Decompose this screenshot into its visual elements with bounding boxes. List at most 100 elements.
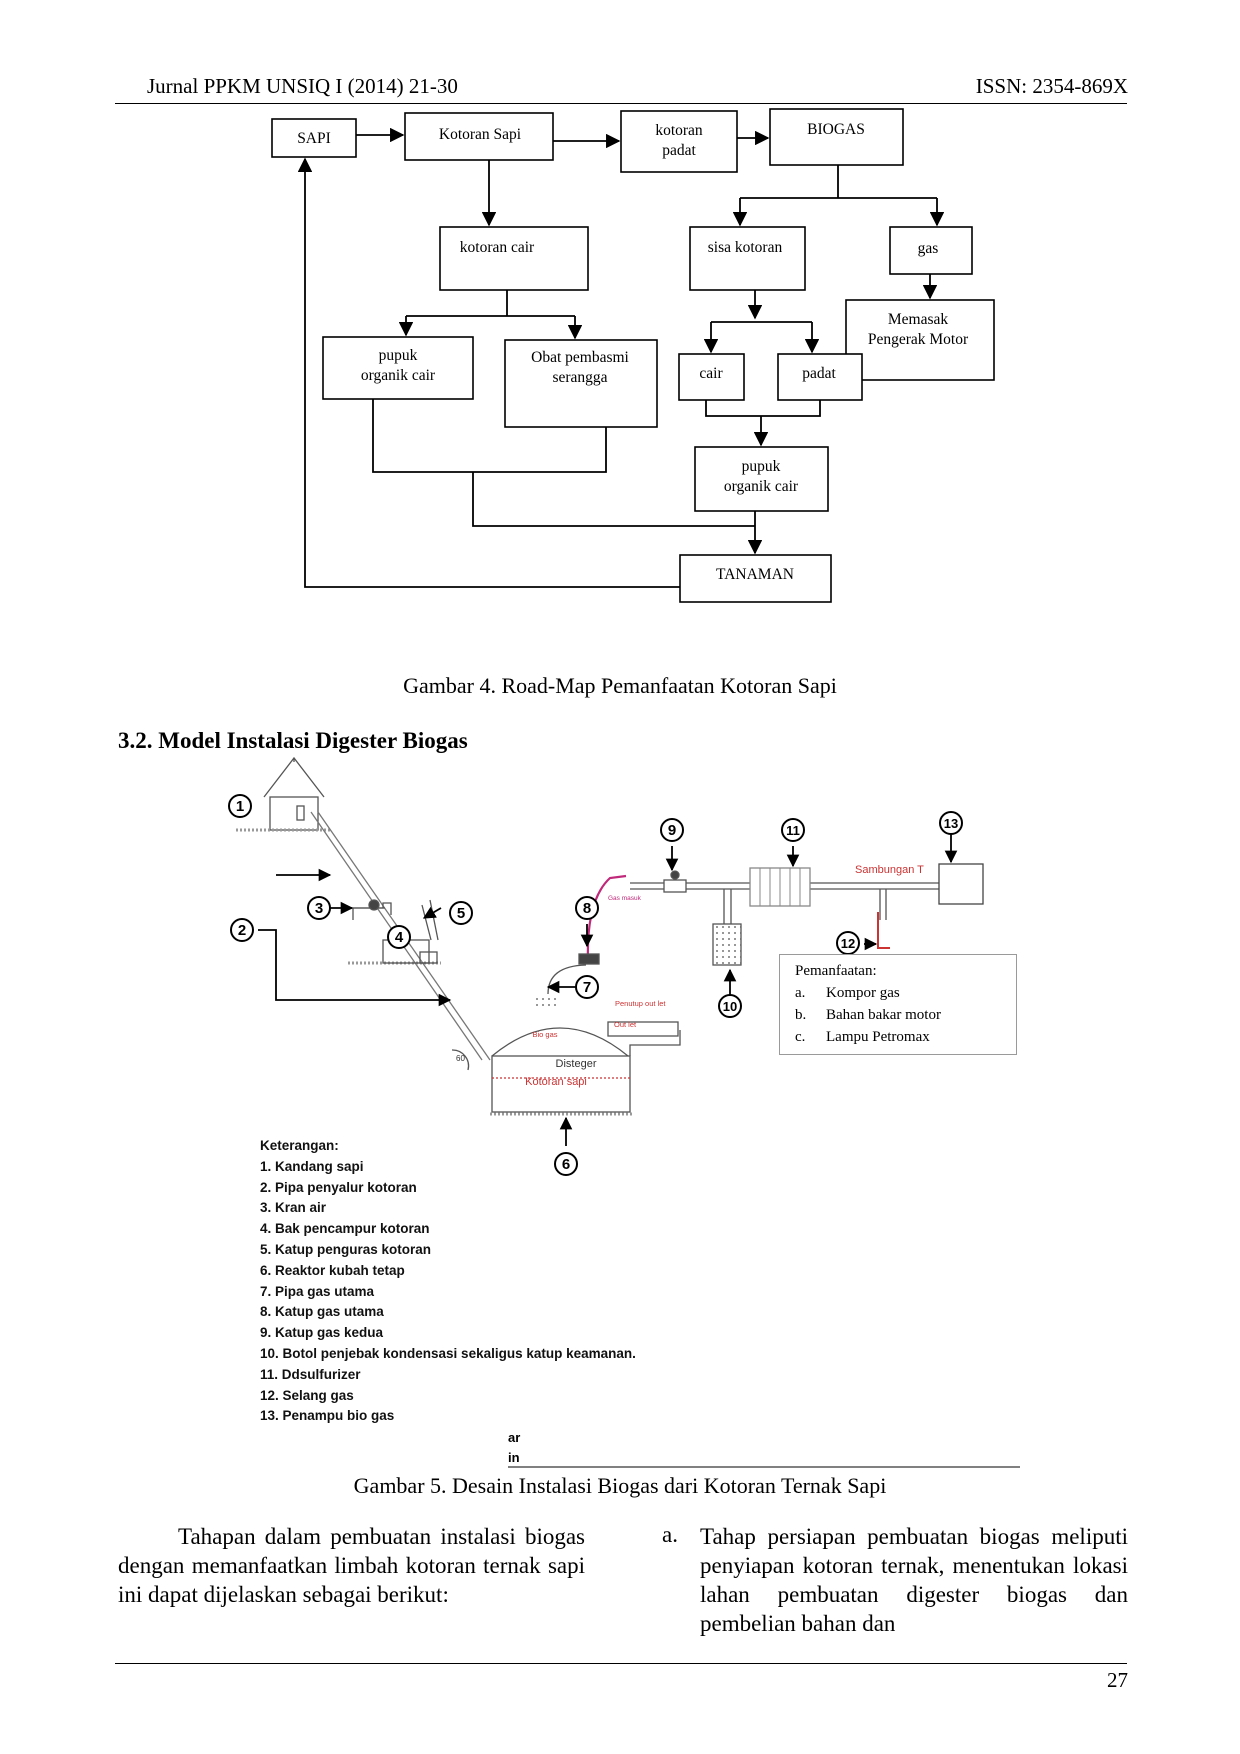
legend-item: 7. Pipa gas utama xyxy=(260,1283,375,1299)
header-divider xyxy=(115,103,1127,104)
figure5-legend: Keterangan: 1. Kandang sapi 2. Pipa peny… xyxy=(260,1136,636,1427)
label-pupuk-a-1: pupuk xyxy=(379,347,418,364)
cutoff-line: in xyxy=(508,1450,520,1465)
angle-label: 60 xyxy=(456,1054,465,1063)
callout-12: 12 xyxy=(836,931,860,955)
return-to-sapi xyxy=(297,157,680,588)
callout-5: 5 xyxy=(449,901,473,925)
pemanfaatan-item: b. Bahan bakar motor xyxy=(795,1004,1016,1026)
pemanfaatan-marker: c. xyxy=(795,1029,806,1045)
callout-8: 8 xyxy=(575,896,599,920)
label-kotoran-padat-1: kotoran xyxy=(655,122,703,139)
label-padat: padat xyxy=(802,365,836,382)
merge-cair-padat xyxy=(705,400,821,417)
label-obat-2: serangga xyxy=(552,369,607,386)
pemanfaatan-title: Pemanfaatan: xyxy=(795,963,877,979)
pemanfaatan-marker: b. xyxy=(795,1007,807,1023)
box-sisa-kotoran xyxy=(689,226,806,291)
callout-2: 2 xyxy=(230,918,254,942)
pemanfaatan-item: a. Kompor gas xyxy=(795,982,1016,1004)
label-kotoran-cair: kotoran cair xyxy=(460,239,535,256)
body-paragraph-left: Tahapan dalam pembuatan instalasi biogas… xyxy=(118,1524,585,1607)
box-memasak xyxy=(845,299,995,381)
legend-item: 2. Pipa penyalur kotoran xyxy=(260,1179,417,1195)
callout-10: 10 xyxy=(718,994,742,1018)
label-sambungan-t: Sambungan T xyxy=(855,864,924,876)
footer-divider xyxy=(115,1663,1127,1664)
pemanfaatan-text: Kompor gas xyxy=(826,985,900,1001)
svg-text:5: 5 xyxy=(457,905,465,922)
box-tanaman xyxy=(679,554,832,603)
kandang-sapi-drawing xyxy=(236,756,332,832)
svg-text:6: 6 xyxy=(562,1156,570,1173)
label-bio-gas: Bio gas xyxy=(532,1030,557,1039)
label-memasak-2: Pengerak Motor xyxy=(868,331,969,348)
figure5-caption: Gambar 5. Desain Instalasi Biogas dari K… xyxy=(353,1473,887,1498)
svg-text:10: 10 xyxy=(723,999,737,1014)
bak-pencampur-drawing xyxy=(348,899,441,965)
box-biogas xyxy=(769,108,904,166)
label-cair: cair xyxy=(699,365,723,382)
callout-4: 4 xyxy=(387,925,411,949)
box-kotoran-padat xyxy=(620,110,738,173)
label-kotoran-sapi-digester: Kotoran sapi xyxy=(525,1076,587,1088)
callout-3: 3 xyxy=(307,896,331,920)
label-kotoran-padat-2: padat xyxy=(662,142,696,159)
box-gas xyxy=(889,226,973,275)
label-pupuk-a-2: organik cair xyxy=(361,367,436,384)
svg-text:7: 7 xyxy=(583,979,591,996)
page-number: 27 xyxy=(1107,1668,1128,1692)
issn-header: ISSN: 2354-869X xyxy=(975,74,1128,98)
list-marker: a. xyxy=(662,1522,678,1547)
legend-item: 12. Selang gas xyxy=(260,1387,354,1403)
legend-item: 1. Kandang sapi xyxy=(260,1158,364,1174)
label-gas: gas xyxy=(918,240,939,257)
cutoff-line: ar xyxy=(508,1430,521,1445)
pemanfaatan-text: Bahan bakar motor xyxy=(826,1007,941,1023)
pemanfaatan-text: Lampu Petromax xyxy=(826,1029,930,1045)
label-sapi: SAPI xyxy=(297,130,331,147)
callout-9: 9 xyxy=(660,818,684,842)
merge-left-branches xyxy=(372,399,607,473)
box-pupuk-cair-a xyxy=(322,336,474,400)
to-tanaman xyxy=(472,472,755,527)
legend-item: 3. Kran air xyxy=(260,1200,327,1216)
label-obat-1: Obat pembasmi xyxy=(531,349,629,366)
legend-item: 5. Katup penguras kotoran xyxy=(260,1241,432,1257)
callout-6: 6 xyxy=(554,1152,578,1176)
svg-text:12: 12 xyxy=(841,936,855,951)
label-gas-masuk: Gas masuk xyxy=(608,895,642,902)
roadmap-flowchart: SAPI Kotoran Sapi kotoran padat BIOGAS k… xyxy=(271,108,995,603)
callout-2-arrow xyxy=(258,929,452,1007)
legend-item: 4. Bak pencampur kotoran xyxy=(260,1221,430,1237)
figure4-caption: Gambar 4. Road-Map Pemanfaatan Kotoran S… xyxy=(403,673,837,698)
box-padat xyxy=(777,353,863,401)
svg-text:3: 3 xyxy=(315,900,323,917)
callout-5-arrow xyxy=(422,906,442,919)
label-biogas: BIOGAS xyxy=(807,121,865,138)
box-kotoran-cair xyxy=(439,226,589,291)
svg-text:4: 4 xyxy=(395,929,404,946)
section-heading: 3.2. Model Instalasi Digester Biogas xyxy=(118,728,468,753)
legend-item: 8. Katup gas utama xyxy=(260,1304,384,1320)
box-kotoran-sapi xyxy=(404,112,554,161)
legend-item: 9. Katup gas kedua xyxy=(260,1325,384,1341)
label-kotoran-sapi: Kotoran Sapi xyxy=(439,126,522,143)
legend-title: Keterangan: xyxy=(260,1138,339,1153)
legend-item: 13. Penampu bio gas xyxy=(260,1408,395,1424)
label-sisa-kotoran: sisa kotoran xyxy=(708,239,783,256)
label-tanaman: TANAMAN xyxy=(716,566,794,583)
pemanfaatan-item: c. Lampu Petromax xyxy=(795,1026,1016,1048)
svg-text:1: 1 xyxy=(236,798,244,815)
label-pupuk-b-2: organik cair xyxy=(724,478,799,495)
label-memasak-1: Memasak xyxy=(888,311,949,328)
pemanfaatan-marker: a. xyxy=(795,985,806,1001)
pemanfaatan-box: Pemanfaatan: a. Kompor gas b. Bahan baka… xyxy=(779,954,1017,1055)
svg-text:13: 13 xyxy=(944,816,958,831)
svg-text:11: 11 xyxy=(786,823,800,838)
legend-item: 10. Botol penjebak kondensasi sekaligus … xyxy=(260,1345,636,1361)
callout-11: 11 xyxy=(781,818,805,842)
box-cair xyxy=(678,353,745,401)
callout-7: 7 xyxy=(575,975,599,999)
cutoff-text: ar in xyxy=(508,1428,520,1468)
